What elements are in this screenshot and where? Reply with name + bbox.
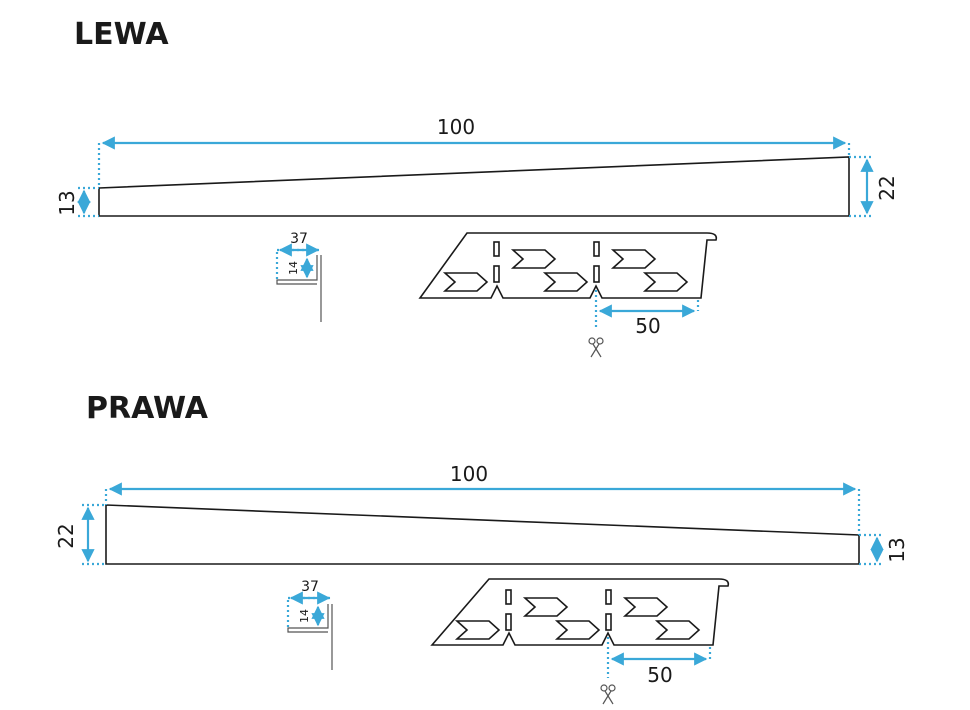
profile-height-label: 14 bbox=[298, 609, 311, 623]
height-start-label: 13 bbox=[55, 190, 79, 215]
length-label: 100 bbox=[450, 462, 488, 486]
strip-outline-prawa bbox=[105, 504, 860, 565]
profile-section-prawa: 37 14 bbox=[286, 579, 333, 670]
profile-width-label: 37 bbox=[290, 231, 308, 247]
height-end-label: 22 bbox=[875, 175, 899, 200]
segment-panel-lewa: 50 bbox=[418, 232, 718, 358]
height-start-label: 22 bbox=[54, 523, 78, 548]
slot bbox=[493, 265, 500, 283]
chevron-arrow bbox=[554, 620, 601, 640]
chevron-arrow bbox=[510, 249, 557, 269]
profile-outline bbox=[287, 604, 333, 670]
chevron-arrow bbox=[442, 272, 489, 292]
chevron-arrow bbox=[610, 249, 657, 269]
chevron-arrow bbox=[522, 597, 569, 617]
chevron-arrow bbox=[642, 272, 689, 292]
chevron-arrow bbox=[622, 597, 669, 617]
section-lewa: LEWA 100 13 22 37 14 bbox=[55, 17, 899, 358]
segment-panel-outline bbox=[418, 232, 718, 299]
segment-length-label: 50 bbox=[647, 663, 672, 687]
section-title-prawa: PRAWA bbox=[86, 391, 209, 426]
slot bbox=[505, 589, 512, 605]
strip-outline-lewa bbox=[98, 156, 850, 217]
chevron-arrow bbox=[542, 272, 589, 292]
length-label: 100 bbox=[437, 115, 475, 139]
height-end-label: 13 bbox=[885, 537, 909, 562]
chevron-arrow bbox=[454, 620, 501, 640]
section-title-lewa: LEWA bbox=[74, 17, 169, 52]
section-prawa: PRAWA 100 22 13 37 14 bbox=[54, 391, 909, 705]
scissors-icon bbox=[588, 337, 604, 358]
profile-width-label: 37 bbox=[301, 579, 319, 595]
segment-length-label: 50 bbox=[635, 314, 660, 338]
slot bbox=[605, 613, 612, 631]
segment-panel-prawa: 50 bbox=[430, 578, 730, 705]
profile-height-label: 14 bbox=[287, 261, 300, 275]
chevron-arrow bbox=[654, 620, 701, 640]
segment-panel-outline bbox=[430, 578, 730, 646]
scissors-icon bbox=[600, 684, 616, 705]
slot bbox=[605, 589, 612, 605]
slot bbox=[505, 613, 512, 631]
profile-outline bbox=[276, 255, 322, 322]
slot bbox=[593, 265, 600, 283]
slot bbox=[593, 241, 600, 257]
slot bbox=[493, 241, 500, 257]
profile-section-lewa: 37 14 bbox=[275, 231, 322, 322]
